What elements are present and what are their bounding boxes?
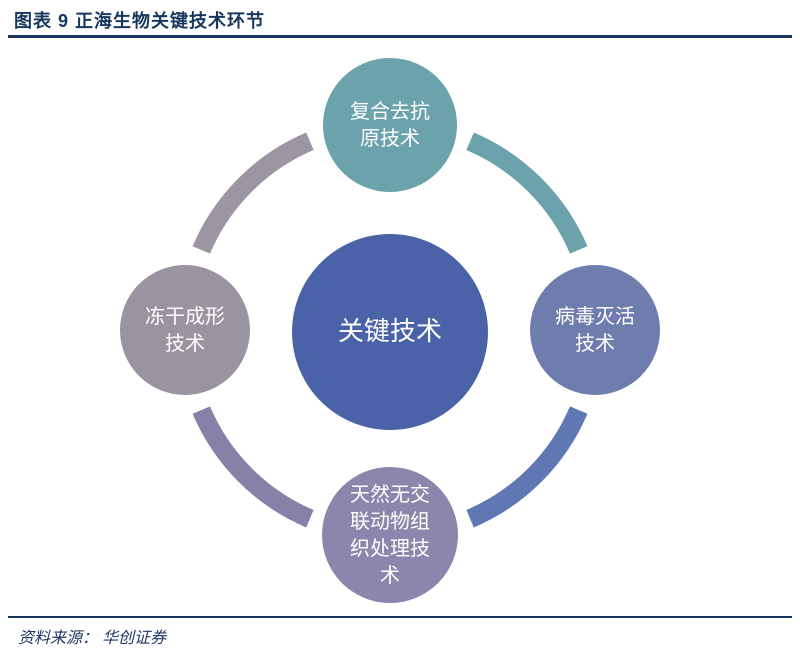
node-center-circle	[292, 234, 488, 430]
arc-top-left	[192, 132, 314, 254]
arc-bottom-left	[192, 406, 314, 528]
arc-top-right	[466, 132, 588, 254]
title-divider	[8, 35, 792, 38]
source-note: 资料来源： 华创证券	[18, 630, 167, 647]
cycle-diagram	[120, 58, 660, 603]
figure-title: 图表 9 正海生物关键技术环节	[14, 11, 266, 31]
node-left-circle	[120, 265, 250, 395]
node-right-circle	[530, 265, 660, 395]
footer-divider	[8, 616, 792, 618]
arc-bottom-right	[466, 406, 588, 528]
node-top-circle	[323, 58, 457, 192]
node-bottom-circle	[322, 467, 458, 603]
